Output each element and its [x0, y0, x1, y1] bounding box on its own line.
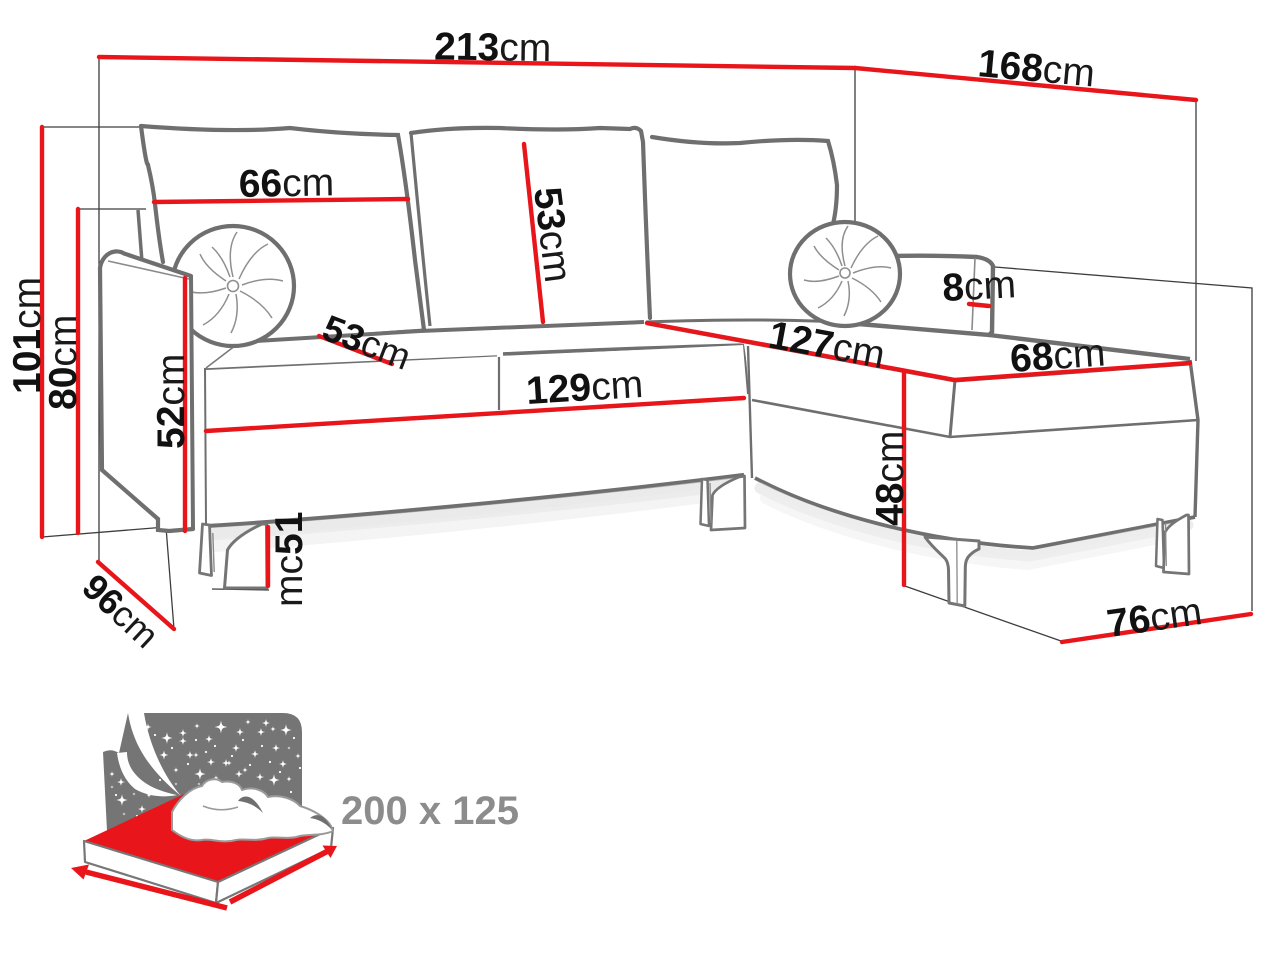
svg-text:48cm: 48cm — [869, 431, 912, 526]
svg-text:8cm: 8cm — [941, 263, 1017, 310]
svg-text:52cm: 52cm — [150, 354, 193, 449]
svg-text:68cm: 68cm — [1009, 331, 1107, 381]
svg-text:76cm: 76cm — [1104, 590, 1204, 646]
svg-text:200 x 125: 200 x 125 — [341, 789, 519, 833]
svg-text:53cm: 53cm — [525, 185, 579, 285]
svg-text:66cm: 66cm — [238, 161, 334, 206]
svg-text:101cm: 101cm — [6, 277, 49, 394]
svg-text:127cm: 127cm — [765, 314, 888, 378]
svg-text:129cm: 129cm — [525, 363, 644, 413]
svg-text:168cm: 168cm — [976, 42, 1096, 95]
svg-text:80cm: 80cm — [42, 315, 85, 410]
svg-text:mc51: mc51 — [268, 512, 311, 607]
svg-text:213cm: 213cm — [434, 26, 552, 71]
